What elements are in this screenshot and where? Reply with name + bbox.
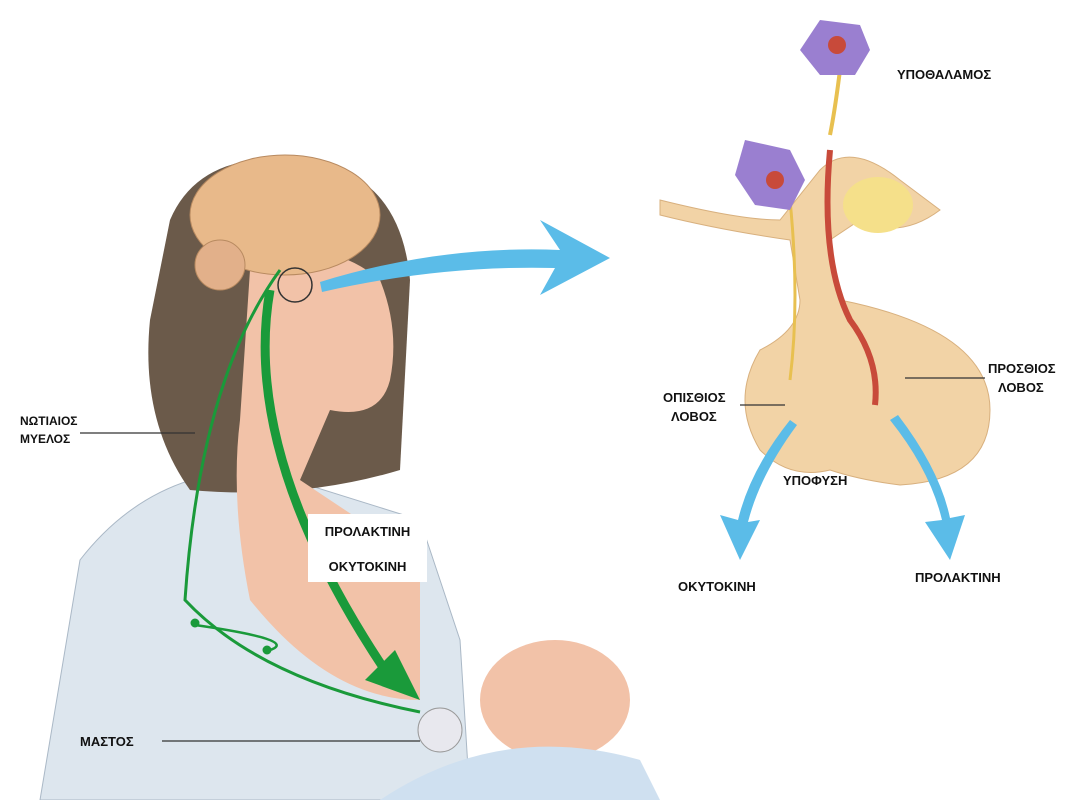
mother-figure bbox=[39, 154, 471, 800]
mammary-gland bbox=[417, 707, 463, 753]
pituitary-gland bbox=[659, 20, 991, 486]
pituitary-highlight-circle bbox=[277, 267, 313, 303]
hormone-box: ΠΡΟΛΑΚΤΙΝΗ ΟΚΥΤΟΚΙΝΗ bbox=[308, 514, 427, 582]
brain bbox=[189, 154, 381, 276]
label-breast: ΜΑΣΤΟΣ bbox=[80, 734, 134, 749]
label-spinal-cord-1: ΝΩΤΙΑΙΟΣ bbox=[20, 414, 78, 428]
nerve-pathways bbox=[183, 269, 421, 714]
baby-figure bbox=[380, 640, 660, 800]
label-posterior-lobe-2: ΛΟΒΟΣ bbox=[671, 409, 717, 424]
label-anterior-lobe-2: ΛΟΒΟΣ bbox=[998, 380, 1044, 395]
oxytocin-arrow bbox=[720, 420, 797, 560]
leader-lines bbox=[80, 377, 985, 742]
label-prolactin-output: ΠΡΟΛΑΚΤΙΝΗ bbox=[915, 570, 1001, 585]
prolactin-arrow bbox=[890, 415, 965, 560]
label-hypothalamus: ΥΠΟΘΑΛΑΜΟΣ bbox=[897, 67, 992, 82]
hormone-box-oxytocin: ΟΚΥΤΟΚΙΝΗ bbox=[328, 559, 407, 574]
label-anterior-lobe-1: ΠΡΟΣΘΙΟΣ bbox=[988, 361, 1056, 376]
label-spinal-cord-2: ΜΥΕΛΟΣ bbox=[20, 432, 71, 446]
hormone-box-prolactin: ΠΡΟΛΑΚΤΙΝΗ bbox=[324, 524, 411, 539]
cerebellum bbox=[194, 239, 246, 291]
label-pituitary: ΥΠΟΦΥΣΗ bbox=[783, 473, 848, 488]
label-posterior-lobe-1: ΟΠΙΣΘΙΟΣ bbox=[663, 390, 726, 405]
zoom-arrow bbox=[320, 220, 610, 295]
label-oxytocin-output: ΟΚΥΤΟΚΙΝΗ bbox=[678, 579, 756, 594]
